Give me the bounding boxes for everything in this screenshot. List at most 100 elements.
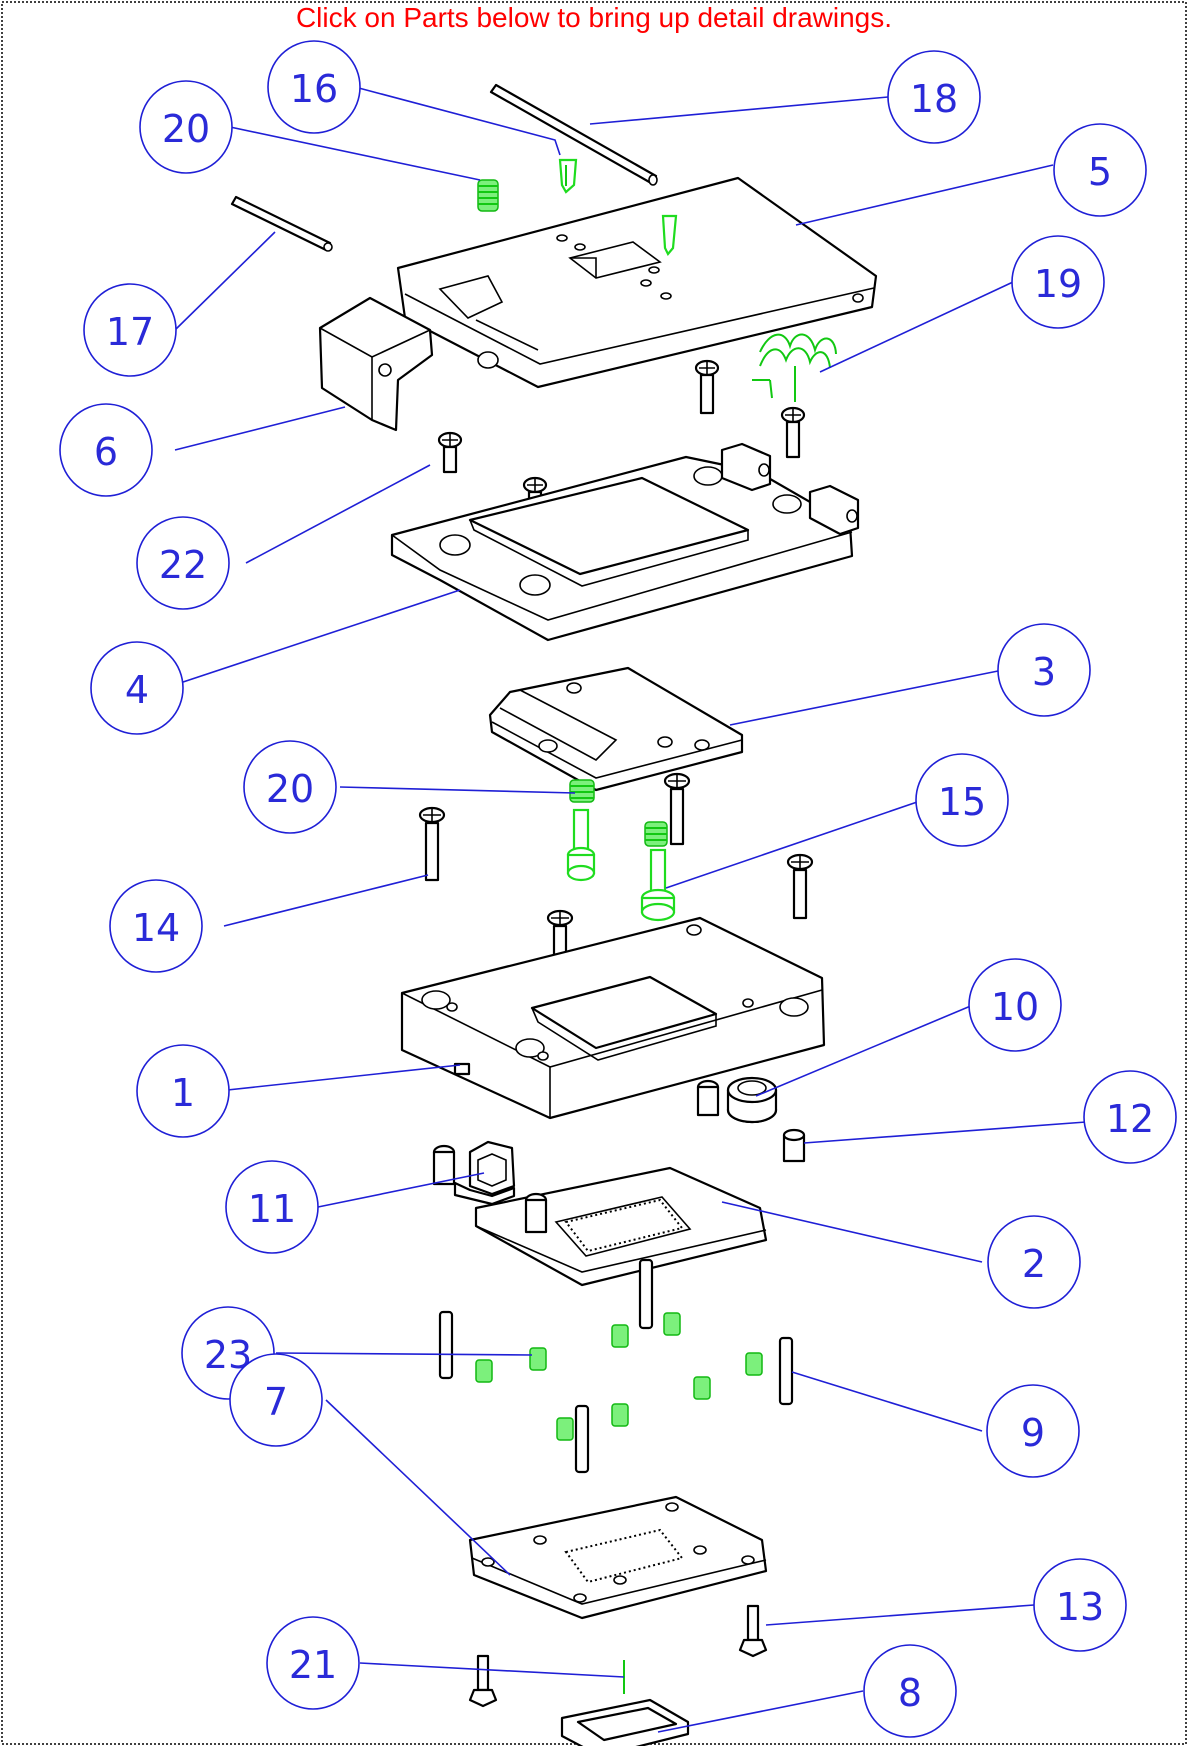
leader-10 (755, 1004, 974, 1097)
leader-17 (174, 231, 276, 331)
leader-14 (223, 874, 429, 927)
part-2-board[interactable] (474, 1166, 768, 1287)
instruction-banner: Click on Parts below to bring up detail … (295, 2, 893, 33)
callout-13-label: 13 (1056, 1585, 1104, 1629)
part-12-bushing[interactable] (782, 1128, 806, 1163)
leader-7 (325, 1399, 511, 1576)
part-17-pin[interactable] (230, 195, 333, 252)
callout-3-label: 3 (1032, 650, 1056, 694)
leader-20-top (229, 126, 481, 181)
leader-23 (275, 1352, 533, 1356)
callout-4[interactable]: 4 (90, 641, 184, 735)
callout-18[interactable]: 18 (887, 50, 981, 144)
leader-13 (765, 1604, 1035, 1626)
part-3-plate[interactable] (488, 666, 744, 792)
part-22-screw-c[interactable] (437, 431, 463, 474)
part-14-screw-c[interactable] (786, 853, 814, 920)
part-23-spring-mid[interactable] (644, 821, 668, 847)
callout-19-label: 19 (1034, 262, 1082, 306)
callout-21-label: 21 (289, 1643, 337, 1687)
callout-17-label: 17 (106, 310, 154, 354)
part-10-socket[interactable] (696, 1076, 778, 1124)
part-23-springs[interactable] (475, 1312, 763, 1441)
leader-15 (665, 799, 924, 889)
callout-10[interactable]: 10 (968, 958, 1062, 1052)
part-19-torsion-spring[interactable] (752, 333, 837, 402)
callout-6-label: 6 (94, 430, 118, 474)
callout-1[interactable]: 1 (136, 1044, 230, 1138)
callout-14[interactable]: 14 (109, 879, 203, 973)
leader-8 (657, 1690, 864, 1733)
part-5-lid[interactable] (396, 176, 878, 389)
part-9-pin-d[interactable] (574, 1404, 590, 1474)
leader-22 (245, 464, 431, 564)
callout-22[interactable]: 22 (136, 516, 230, 610)
callout-8-label: 8 (898, 1671, 922, 1715)
callout-20-mid[interactable]: 20 (243, 740, 337, 834)
callout-12[interactable]: 12 (1083, 1070, 1177, 1164)
leader-5 (795, 164, 1054, 226)
callout-20-top[interactable]: 20 (139, 80, 233, 174)
part-14-screw-a[interactable] (663, 772, 691, 846)
part-20-spring-mid[interactable] (569, 779, 595, 803)
part-15-post-b[interactable] (640, 848, 676, 922)
callout-9[interactable]: 9 (986, 1384, 1080, 1478)
callout-16[interactable]: 16 (267, 40, 361, 134)
callout-11-label: 11 (248, 1187, 296, 1231)
callout-11[interactable]: 11 (225, 1160, 319, 1254)
callout-20-top-label: 20 (162, 107, 210, 151)
callout-1-label: 1 (171, 1071, 195, 1115)
leader-20-mid (339, 786, 576, 794)
callout-21[interactable]: 21 (266, 1616, 360, 1710)
leader-4 (164, 589, 461, 689)
leader-18 (589, 96, 889, 125)
callout-4-label: 4 (125, 668, 149, 712)
callout-3[interactable]: 3 (997, 623, 1091, 717)
part-9-pin-b[interactable] (438, 1310, 454, 1380)
part-15-post-a[interactable] (566, 808, 596, 882)
callout-8[interactable]: 8 (863, 1644, 957, 1738)
leader-2 (721, 1201, 983, 1263)
callout-18-label: 18 (910, 77, 958, 121)
callout-13[interactable]: 13 (1033, 1558, 1127, 1652)
part-22-screw-a[interactable] (694, 359, 720, 415)
callout-5[interactable]: 5 (1053, 123, 1147, 217)
leader-12 (803, 1121, 1087, 1144)
leader-3 (729, 669, 1004, 726)
leader-16 (354, 86, 561, 156)
part-14-screw-b[interactable] (418, 806, 446, 882)
part-22-screw-b[interactable] (780, 406, 806, 459)
part-18-pin[interactable] (489, 83, 658, 186)
part-6-latch[interactable] (318, 296, 434, 432)
callout-6[interactable]: 6 (59, 403, 153, 497)
callout-15[interactable]: 15 (915, 753, 1009, 847)
part-1-base[interactable] (400, 916, 826, 1120)
leader-19 (819, 281, 1014, 373)
part-20-spring-top[interactable] (477, 179, 499, 212)
part-13-screw-b[interactable] (468, 1654, 498, 1708)
callout-19[interactable]: 19 (1011, 235, 1105, 329)
part-7-plate[interactable] (468, 1495, 768, 1620)
part-9-pin-c[interactable] (778, 1336, 794, 1406)
callout-2[interactable]: 2 (987, 1215, 1081, 1309)
callout-5-label: 5 (1088, 150, 1112, 194)
leader-11 (317, 1172, 485, 1208)
leader-21 (359, 1662, 625, 1678)
callout-9-label: 9 (1021, 1411, 1045, 1455)
leader-6 (174, 406, 346, 451)
callout-10-label: 10 (991, 985, 1039, 1029)
callout-17[interactable]: 17 (83, 283, 177, 377)
part-4-frame[interactable] (390, 442, 860, 642)
callout-7[interactable]: 7 (229, 1353, 323, 1447)
leader-9 (791, 1371, 983, 1432)
callout-16-label: 16 (290, 67, 338, 111)
callout-20-mid-label: 20 (266, 767, 314, 811)
part-11-block[interactable] (432, 1140, 516, 1206)
leader-1 (217, 1064, 461, 1092)
part-13-screw-a[interactable] (738, 1604, 768, 1658)
part-8-gasket[interactable] (560, 1698, 690, 1746)
part-9-pin-a[interactable] (638, 1258, 654, 1330)
part-16-plunger[interactable] (558, 158, 578, 194)
